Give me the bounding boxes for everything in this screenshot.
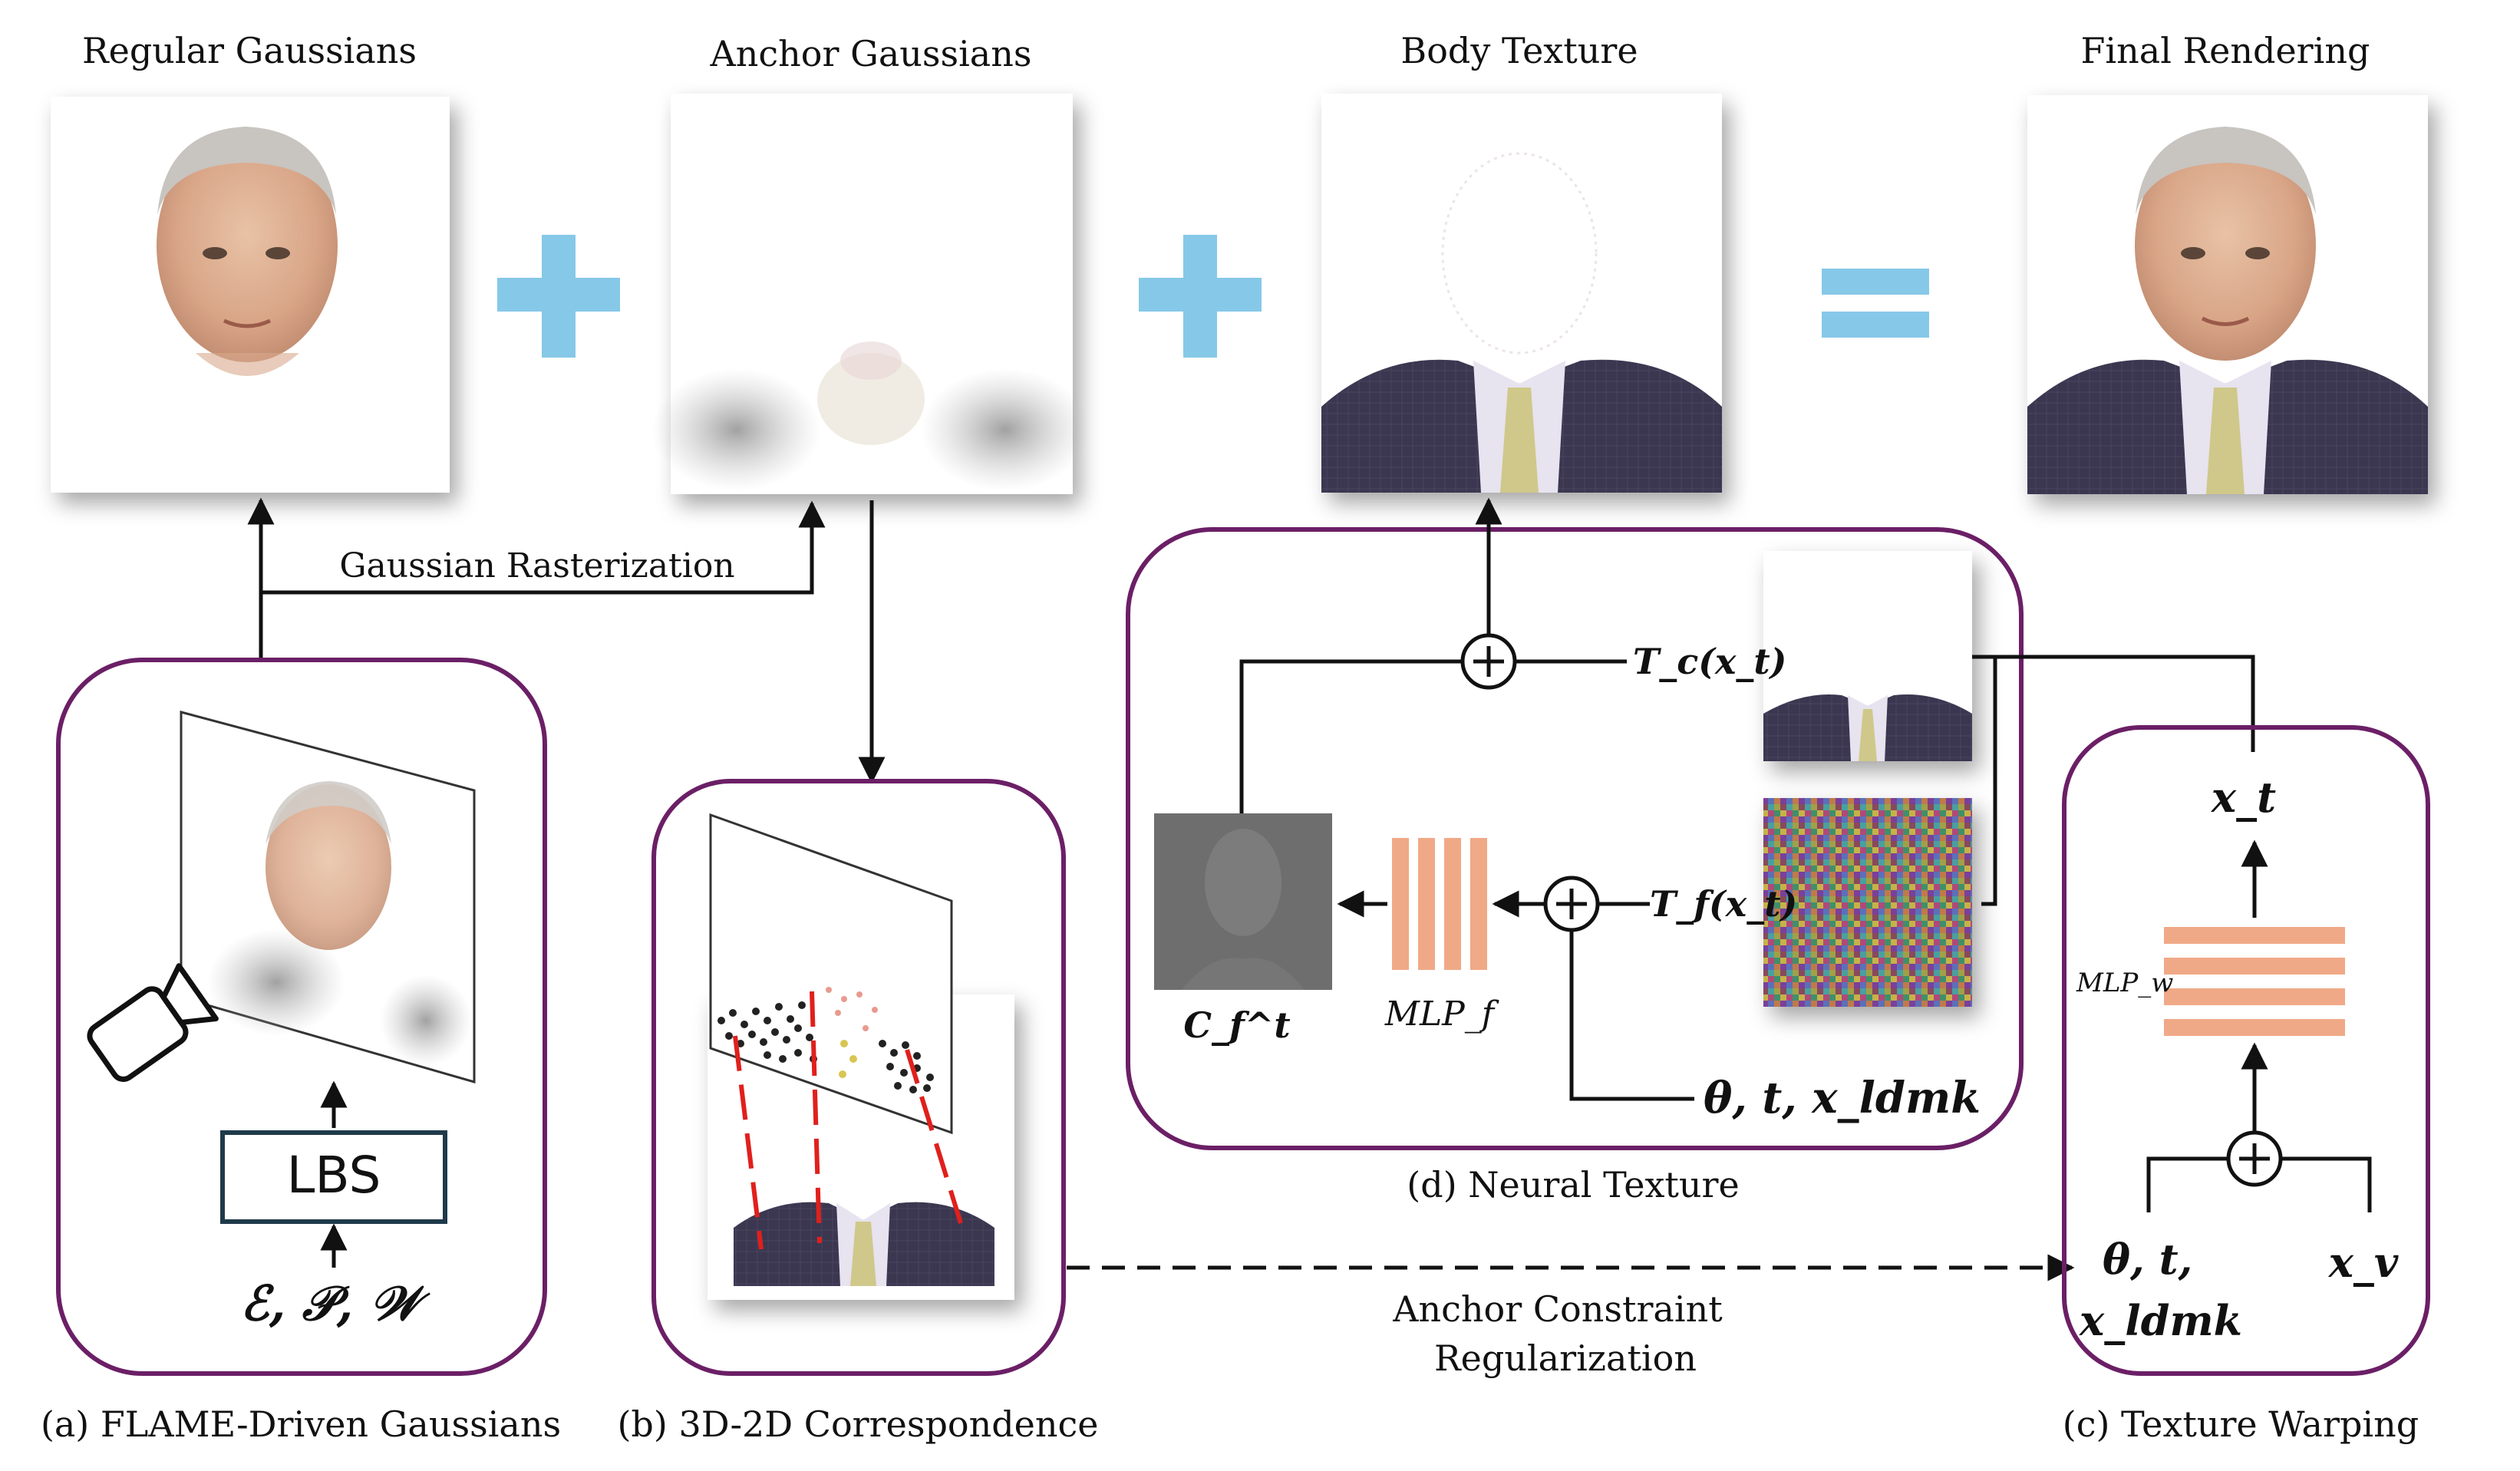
lbs-box (220, 1130, 447, 1224)
xv-label: x_v (2328, 1238, 2399, 1287)
plus-operator-1 (497, 235, 620, 358)
title-regular-gaussians: Regular Gaussians (82, 30, 417, 71)
mlp-w-block (2164, 927, 2345, 1036)
gaussian-rasterization-label: Gaussian Rasterization (339, 546, 734, 585)
xt-connector (1980, 655, 2255, 752)
panel-c-texture-warping (2062, 725, 2430, 1376)
caption-d: (d) Neural Texture (1407, 1164, 1739, 1205)
rasterization-connectors (247, 497, 886, 784)
body-texture-image (1321, 94, 1722, 493)
title-final-rendering: Final Rendering (2081, 30, 2370, 71)
anchor-constraint-label-line2: Regularization (1434, 1337, 1697, 1379)
anchor-constraint-label-line1: Anchor Constraint (1392, 1288, 1723, 1330)
flame-inputs-label: ℰ, 𝒫, 𝒲 (240, 1275, 430, 1331)
final-rendering-image (2027, 95, 2428, 494)
title-anchor-gaussians: Anchor Gaussians (710, 33, 1032, 74)
mlp-f-block (1392, 838, 1487, 970)
panel-d-neural-texture (1126, 497, 2024, 1150)
anchor-gaussians-image (652, 94, 1090, 494)
warp-inputs-line1: θ, t, (2103, 1235, 2192, 1284)
regular-gaussians-image (51, 97, 450, 493)
warp-inputs-line2: x_ldmk (2079, 1296, 2242, 1345)
plus-operator-2 (1139, 235, 1262, 358)
theta-t-xldmk-label: θ, t, x_ldmk (1704, 1073, 1981, 1123)
equals-operator (1822, 269, 1929, 338)
mlpw-label: MLP_w (2076, 968, 2173, 998)
caption-c: (c) Texture Warping (2063, 1403, 2419, 1445)
mlpf-label: MLP_f (1384, 994, 1499, 1034)
tc-label: T_c(x_t) (1633, 641, 1786, 682)
panel-b-3d-2d-correspondence (651, 779, 1066, 1376)
title-body-texture: Body Texture (1400, 30, 1638, 71)
caption-a: (a) FLAME-Driven Gaussians (41, 1403, 561, 1445)
panel-a-flame-driven-gaussians (56, 658, 547, 1376)
caption-b: (b) 3D-2D Correspondence (617, 1403, 1098, 1445)
lbs-label: LBS (287, 1146, 381, 1205)
cf-label: C_f^t (1183, 1004, 1290, 1046)
tf-label: T_f(x_t) (1650, 883, 1797, 925)
camera-icon (87, 963, 219, 1082)
xt-label: x_t (2211, 773, 2276, 822)
